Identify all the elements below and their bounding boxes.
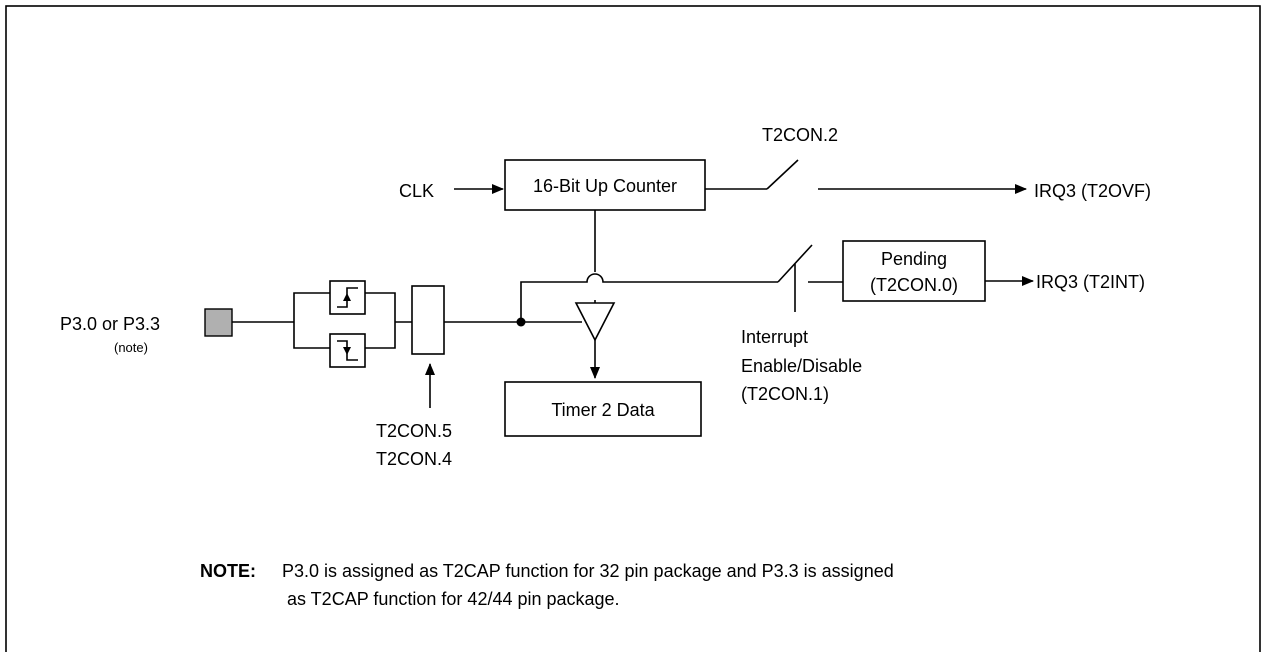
edge-bracket-left bbox=[293, 292, 332, 349]
interrupt-switch bbox=[777, 244, 813, 283]
rising-edge-arrow-icon bbox=[343, 293, 351, 301]
pin-label: P3.0 or P3.3 bbox=[60, 314, 160, 334]
irq-ovf-label: IRQ3 (T2OVF) bbox=[1034, 181, 1151, 201]
diagram-frame bbox=[5, 5, 1261, 652]
note-line-2: as T2CAP function for 42/44 pin package. bbox=[287, 589, 620, 609]
t2con5-label: T2CON.5 bbox=[376, 421, 452, 441]
note-line-1: P3.0 is assigned as T2CAP function for 3… bbox=[282, 561, 894, 581]
pending-label-1: Pending bbox=[881, 249, 947, 269]
pending-label-2: (T2CON.0) bbox=[870, 275, 958, 295]
note-label: NOTE: bbox=[200, 561, 256, 581]
pin-note: (note) bbox=[114, 340, 148, 355]
timer-data-box bbox=[504, 381, 702, 437]
interrupt-label-3: (T2CON.1) bbox=[741, 384, 829, 404]
irq-int-label: IRQ3 (T2INT) bbox=[1036, 272, 1145, 292]
edge-selector-box bbox=[411, 285, 445, 355]
counter-box bbox=[504, 159, 706, 211]
t2con4-label: T2CON.4 bbox=[376, 449, 452, 469]
t2con2-switch bbox=[766, 159, 799, 190]
pending-box bbox=[842, 240, 986, 302]
interrupt-label-2: Enable/Disable bbox=[741, 356, 862, 376]
interrupt-wire bbox=[520, 273, 778, 320]
interrupt-label-1: Interrupt bbox=[741, 327, 808, 347]
edge-bracket-right bbox=[365, 292, 396, 349]
counter-label: 16-Bit Up Counter bbox=[533, 176, 677, 196]
timer-data-label: Timer 2 Data bbox=[551, 400, 655, 420]
falling-edge-arrow-icon bbox=[343, 347, 351, 355]
clk-label: CLK bbox=[399, 181, 434, 201]
pin-square bbox=[204, 308, 233, 337]
buffer-triangle bbox=[574, 302, 616, 342]
rising-edge-box bbox=[329, 280, 366, 315]
t2con2-label: T2CON.2 bbox=[762, 125, 838, 145]
